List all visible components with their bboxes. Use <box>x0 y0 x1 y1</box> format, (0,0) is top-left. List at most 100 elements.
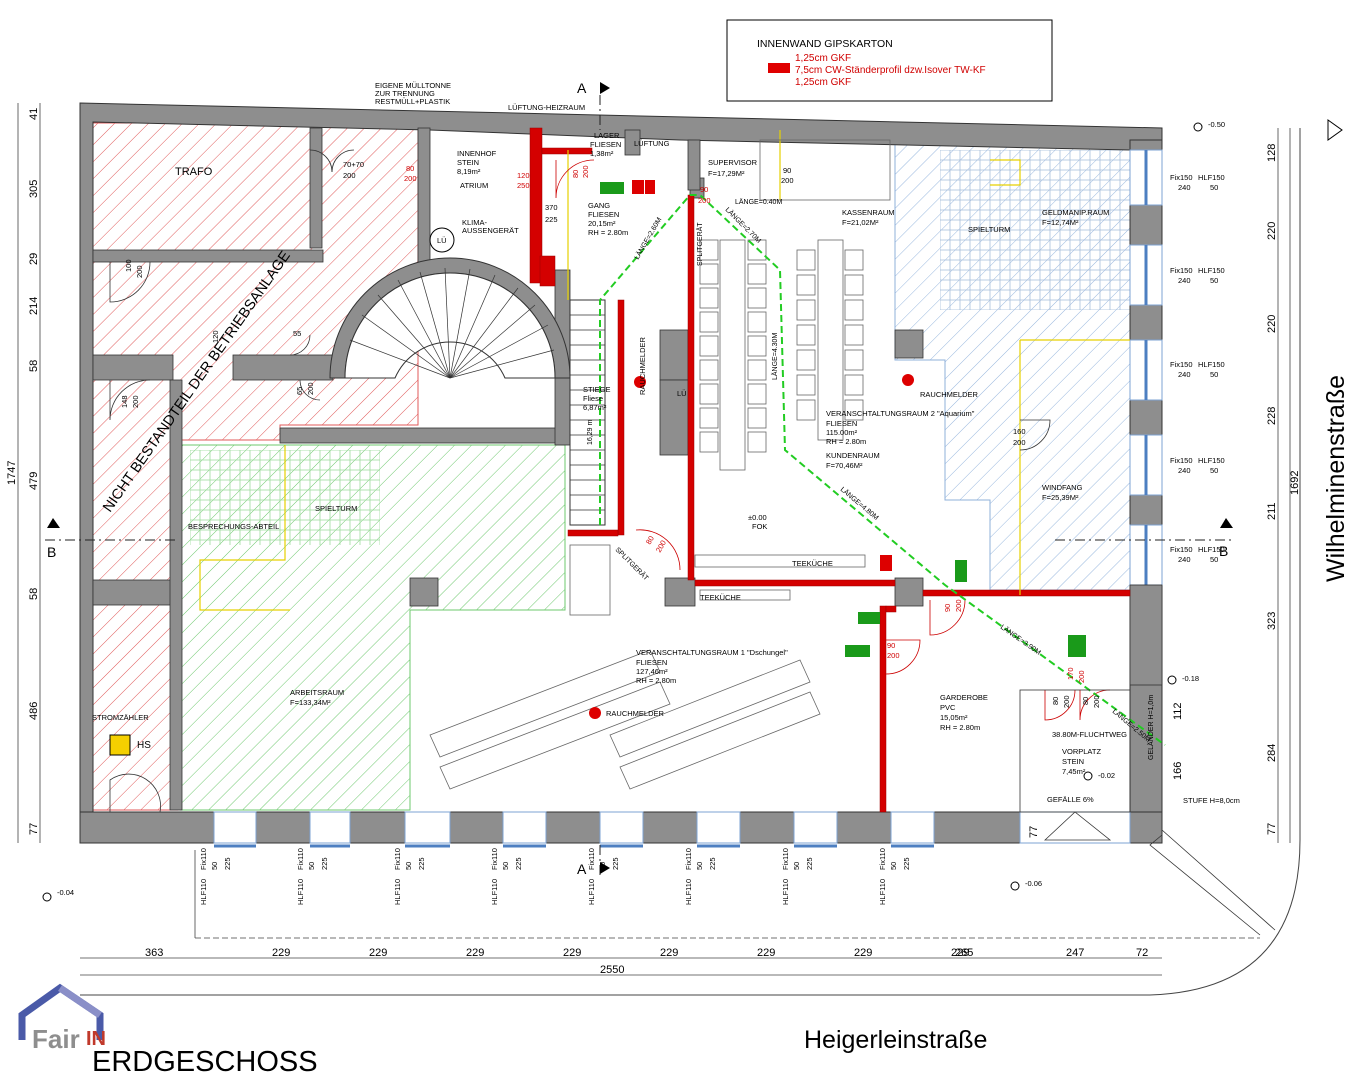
innenhof-2: STEIN <box>457 158 479 167</box>
door-17-w: 80 <box>1081 697 1090 705</box>
level-bottom-left: -0.04 <box>57 888 74 897</box>
door-13-h: 200 <box>1013 438 1026 447</box>
dschungel-2: FLIESEN <box>636 658 667 667</box>
win-b1-b: Fix110 <box>199 848 208 870</box>
muelltonne-3: RESTMÜLL+PLASTIK <box>375 97 450 106</box>
legend-box: INNENWAND GIPSKARTON 1,25cm GKF 7,5cm CW… <box>726 19 1053 102</box>
fairin-logo: Fair IN <box>18 983 106 1054</box>
win-r5-c: 240 <box>1178 555 1191 564</box>
dimension-texts-left: 41 305 29 214 58 479 58 486 77 1747 <box>6 108 40 835</box>
dim-l-total: 1747 <box>6 461 18 485</box>
door-5-w: 90 <box>700 185 708 194</box>
escape-len-6: LÄNGE=3.90M <box>999 623 1042 657</box>
win-r1-c: 240 <box>1178 183 1191 192</box>
aquarium-2: FLIESEN <box>826 419 857 428</box>
section-arrow-b-left <box>47 518 60 528</box>
win-b3-c: 50 <box>404 862 413 870</box>
gypsum-walls <box>529 127 1131 813</box>
win-b1-a: HLF110 <box>199 879 208 905</box>
muelltonne-1: EIGENE MÜLLTONNE <box>375 81 451 90</box>
win-b2-d: 225 <box>320 857 329 870</box>
spielturm-top-grid <box>940 150 1130 310</box>
exit-sign-icon <box>955 560 967 582</box>
dim-l-3: 214 <box>28 297 40 315</box>
garderobe-1: GARDEROBE <box>940 693 988 702</box>
section-a-top: A <box>577 80 587 96</box>
dim-l-1: 305 <box>28 180 40 198</box>
lager-3: 1,38m² <box>590 149 614 158</box>
win-b5-b: Fix110 <box>587 848 596 870</box>
win-b4-d: 225 <box>514 857 523 870</box>
win-r4-d: 50 <box>1210 466 1218 475</box>
win-r5-b: HLF150 <box>1198 545 1225 554</box>
dim-ri-0: 112 <box>1172 702 1184 720</box>
win-r5-a: Fix150 <box>1170 545 1193 554</box>
dim-r-1: 220 <box>1266 222 1278 240</box>
win-b5-c: 50 <box>598 862 607 870</box>
door-8-w: 120 <box>211 330 220 343</box>
level-right-mid: -0.18 <box>1182 674 1199 683</box>
win-r3-c: 240 <box>1178 370 1191 379</box>
dim-r-5: 323 <box>1266 612 1278 630</box>
win-b4-a: HLF110 <box>490 879 499 905</box>
dim-r-0: 128 <box>1266 144 1278 162</box>
door-2-w: 80 <box>406 164 414 173</box>
muelltonne-2: ZUR TRENNUNG <box>375 89 435 98</box>
kundenraum-1: KUNDENRAUM <box>826 451 880 460</box>
win-b6-c: 50 <box>695 862 704 870</box>
win-b8-a: HLF110 <box>878 879 887 905</box>
win-b7-d: 225 <box>805 857 814 870</box>
door-6-w: 90 <box>783 166 791 175</box>
window-labels-right: Fix150 HLF150 240 50 Fix150 HLF150 240 5… <box>1170 173 1225 564</box>
win-b6-b: Fix110 <box>684 848 693 870</box>
vorplatz-2: STEIN <box>1062 757 1084 766</box>
door-12-h: 200 <box>654 539 668 554</box>
dim-l-5: 479 <box>28 472 40 490</box>
electric-hazard-icon <box>109 734 131 756</box>
smoke-detector-icon <box>589 707 601 719</box>
gang-3: 20,15m² <box>588 219 616 228</box>
door-18-w: 170 <box>1066 667 1075 680</box>
dim-l-8: 77 <box>28 823 40 835</box>
door-18-h: 200 <box>1077 670 1086 683</box>
door-19-w: 80 <box>571 170 580 178</box>
label-lueftung: LÜFTUNG <box>634 139 670 148</box>
section-arrow-b-right <box>1220 518 1233 528</box>
dim-r-2: 220 <box>1266 315 1278 333</box>
fok-2: FOK <box>752 522 767 531</box>
aquarium-3: 115.00m² <box>826 428 858 437</box>
dimension-lines <box>17 103 1291 976</box>
dim-b-7: 229 <box>854 947 872 959</box>
win-r2-a: Fix150 <box>1170 266 1193 275</box>
door-4-w: 370 <box>545 203 558 212</box>
door-12-w: 80 <box>644 534 656 546</box>
door-3-h: 250 <box>517 181 530 190</box>
fire-alarm-icon <box>645 180 655 194</box>
win-b7-b: Fix110 <box>781 848 790 870</box>
klima-2: AUSSENGERÄT <box>462 226 519 235</box>
dim-b-5: 229 <box>660 947 678 959</box>
win-b4-b: Fix110 <box>490 848 499 870</box>
logo-text-in: IN <box>86 1028 106 1050</box>
win-b8-c: 50 <box>889 862 898 870</box>
level-marks: -0.50 -0.04 -0.06 -0.18 -0.02 <box>42 120 1225 902</box>
fluchtweg: 38.80M-FLUCHTWEG <box>1052 730 1127 739</box>
exit-sign-icon <box>600 182 624 194</box>
lu-2: LÜ <box>437 236 447 245</box>
door-17-h: 200 <box>1092 695 1101 708</box>
smoke-detectors <box>589 374 914 719</box>
dim-r-6: 284 <box>1266 744 1278 762</box>
door-6-h: 200 <box>781 176 794 185</box>
dschungel-3: 127,46m² <box>636 667 668 676</box>
fire-extinguisher-icon <box>632 180 644 194</box>
street-east: Wilhelminenstraße <box>1322 375 1350 582</box>
smoke-detector-icon <box>634 376 646 388</box>
win-r3-a: Fix150 <box>1170 360 1193 369</box>
door-1-h: 200 <box>343 171 356 180</box>
kassenraum-2: F=21,02M² <box>842 218 879 227</box>
win-b2-c: 50 <box>307 862 316 870</box>
spielturm-top: SPIELTURM <box>968 225 1010 234</box>
stufe: STUFE H=8,0cm <box>1183 796 1240 805</box>
dim-b-8: 229 <box>951 947 969 959</box>
door-10-h: 200 <box>306 382 315 395</box>
